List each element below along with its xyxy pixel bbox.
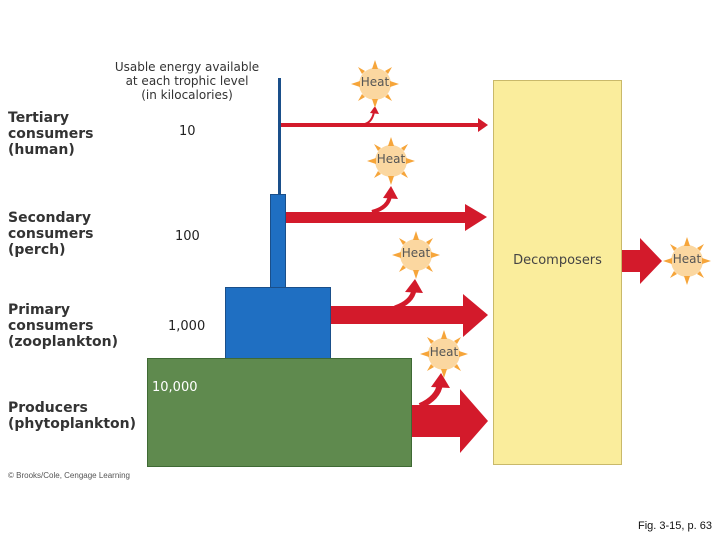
heat-label: Heat	[376, 152, 406, 166]
heat-sun-tertiary: Heat	[351, 60, 399, 108]
heat-sun-icon	[351, 60, 399, 108]
primary-energy-bar	[225, 287, 331, 360]
heat-sun-icon	[420, 330, 468, 378]
decomposers-heat-arrow	[621, 238, 662, 284]
energy-value-secondary: 100	[175, 229, 200, 244]
level-label-tertiary: Tertiary consumers (human)	[8, 110, 94, 158]
heat-sun-producers: Heat	[420, 330, 468, 378]
copyright-credit: © Brooks/Cole, Cengage Learning	[8, 471, 130, 480]
energy-value-primary: 1,000	[168, 319, 206, 334]
tertiary-energy-bar	[278, 78, 281, 196]
heat-sun-primary: Heat	[392, 231, 440, 279]
heat-label: Heat	[360, 75, 390, 89]
heat-sun-icon	[367, 137, 415, 185]
level-label-producers: Producers (phytoplankton)	[8, 400, 137, 432]
primary-heat-arrow	[394, 279, 423, 311]
heat-sun-icon	[392, 231, 440, 279]
secondary-to-decomposers-arrow	[286, 204, 487, 231]
primary-to-decomposers-arrow	[331, 294, 488, 337]
heat-label: Heat	[429, 345, 459, 359]
heat-sun-decomposers: Heat	[663, 237, 711, 285]
figure-reference: Fig. 3-15, p. 63	[638, 520, 712, 532]
level-label-primary: Primary consumers (zooplankton)	[8, 302, 119, 350]
producers-energy-bar	[147, 358, 412, 467]
energy-value-producers: 10,000	[152, 380, 198, 395]
tertiary-to-decomposers-arrow	[281, 118, 488, 132]
energy-header: Usable energy available at each trophic …	[114, 60, 260, 102]
producers-to-decomposers-arrow	[412, 389, 488, 453]
heat-sun-secondary: Heat	[367, 137, 415, 185]
level-label-secondary: Secondary consumers (perch)	[8, 210, 94, 258]
heat-label: Heat	[401, 246, 431, 260]
secondary-heat-arrow	[371, 186, 398, 214]
heat-sun-icon	[663, 237, 711, 285]
heat-label: Heat	[672, 252, 702, 266]
producers-heat-arrow	[418, 373, 450, 409]
decomposers-label: Decomposers	[513, 253, 602, 268]
energy-value-tertiary: 10	[179, 124, 196, 139]
decomposers-box: Decomposers	[493, 80, 622, 465]
tertiary-heat-arrow	[364, 106, 379, 125]
